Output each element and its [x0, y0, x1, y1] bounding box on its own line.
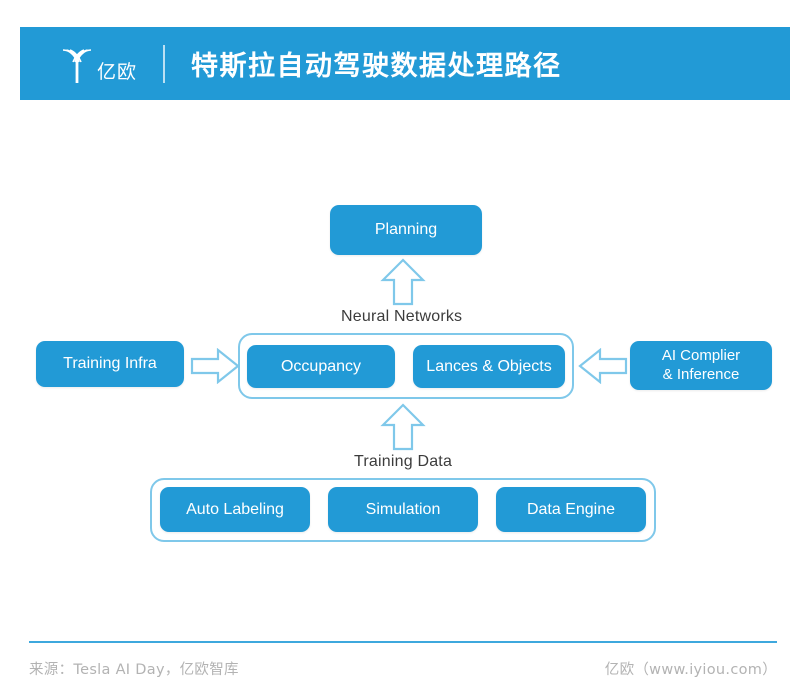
- page-title: 特斯拉自动驾驶数据处理路径: [191, 51, 562, 82]
- node-simulation-label: Simulation: [365, 500, 441, 518]
- header-bar: 亿欧 特斯拉自动驾驶数据处理路径: [20, 27, 790, 100]
- node-lanes-and-objects[interactable]: Lances & Objects: [413, 345, 565, 388]
- arrow-up-from-training-data-icon: [380, 403, 426, 451]
- node-training-infra[interactable]: Training Infra: [36, 341, 184, 387]
- arrow-right-from-training-infra-icon: [190, 347, 240, 385]
- node-ai-compiler-and-inference[interactable]: AI Complier & Inference: [630, 341, 772, 390]
- node-data-engine[interactable]: Data Engine: [496, 487, 646, 532]
- node-ai-compiler-label-line1: AI Complier: [661, 346, 741, 364]
- node-occupancy[interactable]: Occupancy: [247, 345, 395, 388]
- node-planning[interactable]: Planning: [330, 205, 482, 255]
- node-occupancy-label: Occupancy: [280, 357, 362, 375]
- node-training-infra-label: Training Infra: [63, 355, 157, 372]
- footer-brand: 亿欧（www.iyiou.com）: [604, 662, 777, 678]
- arrow-left-from-ai-compiler-icon: [578, 347, 628, 385]
- yiou-fan-logo-icon: [60, 46, 94, 84]
- brand-logo: 亿欧: [60, 44, 137, 84]
- logo-text: 亿欧: [97, 60, 138, 83]
- node-simulation[interactable]: Simulation: [328, 487, 478, 532]
- node-auto-labeling-label: Auto Labeling: [186, 500, 284, 518]
- footer-divider: [29, 641, 777, 643]
- node-data-engine-label: Data Engine: [526, 500, 616, 518]
- header-divider: [163, 44, 166, 83]
- group-training-data: [150, 478, 656, 542]
- node-auto-labeling[interactable]: Auto Labeling: [160, 487, 310, 532]
- arrow-up-to-planning-icon: [380, 258, 426, 306]
- node-ai-compiler-label-line2: & Inference: [662, 365, 740, 383]
- footer-source: 来源：Tesla AI Day，亿欧智库: [29, 662, 239, 678]
- group-label-training-data: Training Data: [354, 453, 453, 470]
- group-label-neural-networks: Neural Networks: [341, 308, 463, 325]
- node-planning-label: Planning: [374, 221, 438, 238]
- node-lanes-label: Lances & Objects: [426, 357, 552, 375]
